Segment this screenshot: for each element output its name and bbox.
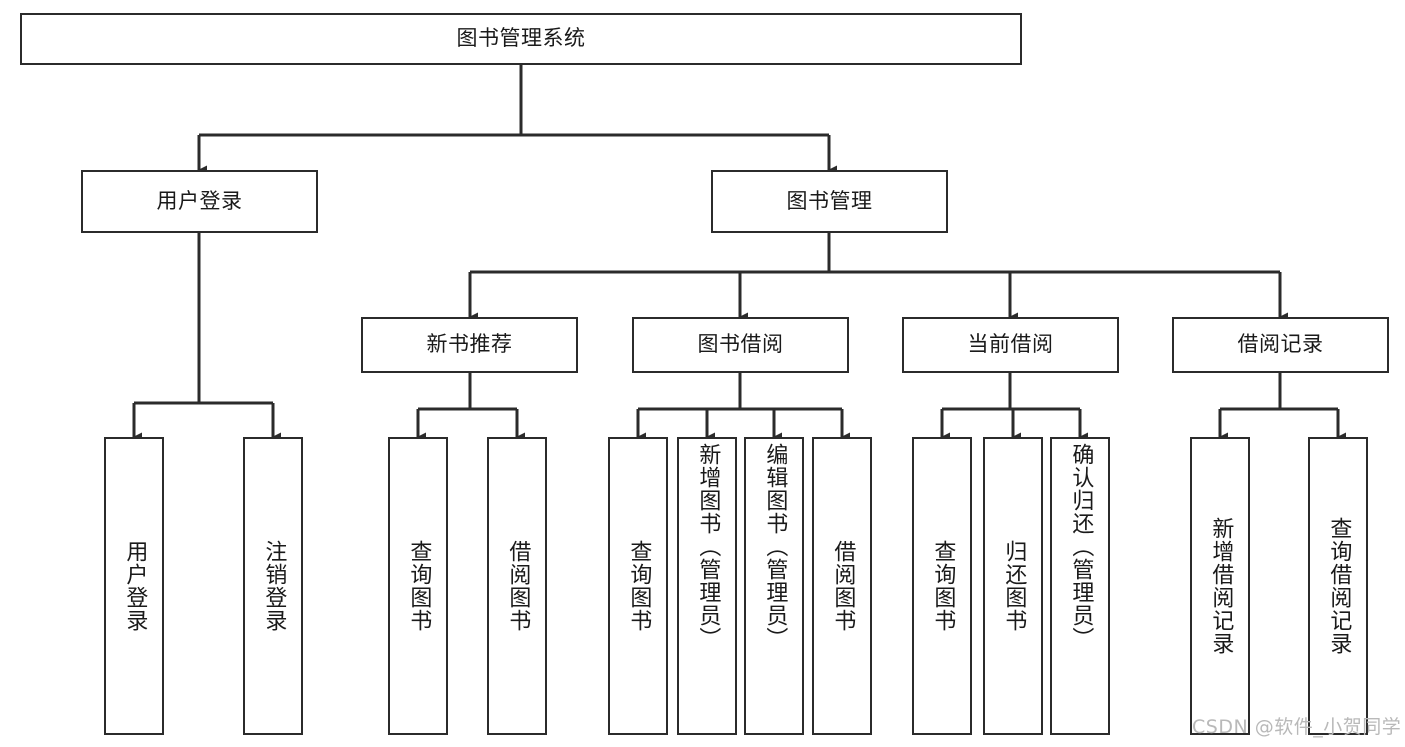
leaf-query-borrow-record[interactable]: 查询借阅记录 [1308, 437, 1368, 735]
node-book-manage[interactable]: 图书管理 [711, 170, 948, 233]
node-label: 新增图书（管理员） [695, 443, 721, 650]
node-label: 查询借阅记录 [1326, 517, 1352, 655]
node-label: 新书推荐 [426, 332, 513, 357]
leaf-return-book[interactable]: 归还图书 [983, 437, 1043, 735]
node-label: 借阅图书 [830, 540, 856, 632]
leaf-borrow-book-recommend[interactable]: 借阅图书 [487, 437, 547, 735]
tree-connectors [132, 65, 1346, 442]
node-user-login[interactable]: 用户登录 [81, 170, 318, 233]
leaf-add-book-admin[interactable]: 新增图书（管理员） [677, 437, 737, 735]
node-current-borrow[interactable]: 当前借阅 [902, 317, 1119, 373]
node-new-book-recommend[interactable]: 新书推荐 [361, 317, 578, 373]
leaf-logout-login[interactable]: 注销登录 [243, 437, 303, 735]
node-label: 用户登录 [122, 540, 148, 632]
node-label: 借阅记录 [1237, 332, 1324, 357]
node-label: 归还图书 [1001, 540, 1027, 632]
leaf-query-book-recommend[interactable]: 查询图书 [388, 437, 448, 735]
node-label: 用户登录 [156, 188, 243, 213]
node-borrow-record[interactable]: 借阅记录 [1172, 317, 1389, 373]
node-label: 查询图书 [930, 540, 956, 632]
node-label: 图书管理 [786, 188, 873, 213]
node-root-system[interactable]: 图书管理系统 [20, 13, 1022, 65]
node-label: 新增借阅记录 [1208, 517, 1234, 655]
leaf-confirm-return-admin[interactable]: 确认归还（管理员） [1050, 437, 1110, 735]
node-label: 当前借阅 [967, 332, 1054, 357]
leaf-borrow-book[interactable]: 借阅图书 [812, 437, 872, 735]
node-label: 图书管理系统 [456, 26, 586, 51]
node-label: 注销登录 [261, 540, 287, 632]
leaf-edit-book-admin[interactable]: 编辑图书（管理员） [744, 437, 804, 735]
leaf-query-book-current[interactable]: 查询图书 [912, 437, 972, 735]
node-label: 查询图书 [626, 540, 652, 632]
node-book-borrow[interactable]: 图书借阅 [632, 317, 849, 373]
leaf-query-book-borrow[interactable]: 查询图书 [608, 437, 668, 735]
leaf-user-login[interactable]: 用户登录 [104, 437, 164, 735]
node-label: 图书借阅 [697, 332, 784, 357]
node-label: 借阅图书 [505, 540, 531, 632]
node-label: 查询图书 [406, 540, 432, 632]
node-label: 编辑图书（管理员） [762, 443, 788, 650]
leaf-add-borrow-record[interactable]: 新增借阅记录 [1190, 437, 1250, 735]
node-label: 确认归还（管理员） [1068, 443, 1094, 650]
